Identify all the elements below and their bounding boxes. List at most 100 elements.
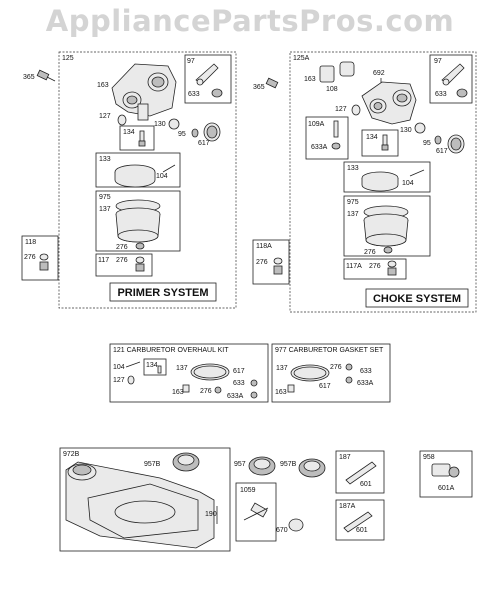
label-117: 117: [98, 257, 109, 264]
label-276a-choke: 276: [364, 249, 376, 256]
kit1-label-104: 104: [113, 364, 125, 371]
bolt-117[interactable]: [135, 256, 145, 272]
label-975-choke: 975: [347, 199, 359, 206]
bowl-975[interactable]: [115, 199, 161, 243]
carburetor-body[interactable]: [111, 63, 177, 121]
cap-957b[interactable]: [298, 458, 326, 478]
box-133-choke: [343, 161, 431, 193]
lever-97-choke[interactable]: [441, 63, 465, 86]
label-957b: 957B: [280, 461, 297, 468]
label-957: 957: [234, 461, 246, 468]
label-633-choke: 633: [435, 91, 447, 98]
box-958: [419, 450, 473, 498]
kit1-box-134: [143, 358, 167, 376]
box-1059: [235, 482, 277, 542]
label-601-187: 601: [360, 481, 372, 488]
part-130[interactable]: [168, 118, 180, 130]
fuel-fitting-1059[interactable]: [243, 502, 269, 521]
kit2-label-276: 276: [330, 364, 342, 371]
box-118: [21, 235, 59, 281]
label-670: 670: [276, 527, 288, 534]
fuel-tank[interactable]: [65, 461, 215, 549]
kit1-label-134: 134: [146, 362, 158, 369]
label-104-choke: 104: [402, 180, 414, 187]
hose-187[interactable]: [345, 461, 377, 485]
bolt-118a[interactable]: [273, 257, 283, 275]
cap-957[interactable]: [248, 456, 276, 476]
kit1-label-633: 633: [233, 380, 245, 387]
box-187a: [335, 499, 385, 541]
part-95[interactable]: [191, 128, 199, 138]
part-127[interactable]: [117, 114, 127, 126]
box-117a: [343, 258, 407, 280]
label-187: 187: [339, 454, 351, 461]
valve-958[interactable]: [431, 463, 460, 478]
fuel-tank-group: 972B 957B 190: [59, 447, 231, 552]
primer-box-id: 125: [62, 55, 74, 62]
label-190: 190: [205, 511, 217, 518]
box-975: [95, 190, 181, 252]
hose-187a[interactable]: [343, 511, 373, 533]
kit1-label-127: 127: [113, 377, 125, 384]
float-133-choke[interactable]: [361, 171, 399, 192]
label-133: 133: [99, 156, 111, 163]
label-633: 633: [188, 91, 200, 98]
tank-box-972b: [59, 447, 231, 552]
label-1059: 1059: [240, 487, 256, 494]
box-118a: [252, 239, 290, 285]
gasket-163-choke[interactable]: [319, 65, 335, 83]
screw-109a[interactable]: [333, 120, 339, 138]
label-276a: 276: [116, 244, 128, 251]
needle-134[interactable]: [138, 130, 146, 147]
screw-365-choke[interactable]: [265, 77, 279, 89]
overhaul-kit-box: [109, 343, 269, 403]
label-276b: 276: [116, 257, 128, 264]
label-134-choke: 134: [366, 134, 378, 141]
bolt-118[interactable]: [39, 253, 49, 271]
part-670[interactable]: [288, 518, 304, 532]
cap-957b-tank[interactable]: [172, 452, 200, 472]
choke-box-id: 125A: [293, 55, 310, 62]
screw-365[interactable]: [36, 69, 56, 82]
label-118-276: 276: [24, 254, 36, 261]
bowl-975-choke[interactable]: [363, 205, 409, 247]
label-601a: 601A: [438, 485, 455, 492]
label-118a-276: 276: [256, 259, 268, 266]
label-163-choke: 163: [304, 76, 316, 83]
pin-104[interactable]: [162, 164, 176, 173]
primer-system-title: PRIMER SYSTEM: [117, 287, 208, 299]
label-104: 104: [156, 173, 168, 180]
gasket-set-group: 977 CARBURETOR GASKET SET 137 276 633 16…: [271, 343, 391, 403]
label-130: 130: [154, 121, 166, 128]
label-137-choke: 137: [347, 211, 359, 218]
label-365-choke: 365: [253, 84, 265, 91]
label-118: 118: [25, 239, 36, 246]
label-97: 97: [187, 58, 195, 65]
box-134-choke: [361, 129, 399, 157]
primer-system-group: 125 365 163 97: [23, 51, 237, 309]
box-975-choke: [343, 195, 431, 257]
primer-title-box: [109, 282, 217, 302]
needle-134-choke[interactable]: [381, 134, 389, 151]
lever-97[interactable]: [195, 63, 219, 86]
gasket-set-title: 977 CARBURETOR GASKET SET: [275, 347, 384, 354]
box-187: [335, 450, 385, 494]
label-127: 127: [99, 113, 111, 120]
box-134: [119, 125, 155, 151]
box-97: [184, 54, 232, 104]
label-617-choke: 617: [436, 148, 448, 155]
bolt-117a[interactable]: [387, 260, 397, 276]
carburetor-body-choke[interactable]: [361, 81, 417, 125]
plate-108[interactable]: [339, 61, 355, 77]
kit2-label-633: 633: [360, 368, 372, 375]
kit2-label-617: 617: [319, 383, 331, 390]
label-95-choke: 95: [423, 140, 431, 147]
overhaul-kit-group: 121 CARBURETOR OVERHAUL KIT 104 127 134 …: [109, 343, 269, 403]
seal-633[interactable]: [211, 88, 223, 98]
label-130-choke: 130: [400, 127, 412, 134]
kit2-label-163: 163: [275, 389, 287, 396]
float-133[interactable]: [114, 164, 156, 188]
label-133-choke: 133: [347, 165, 359, 172]
label-137: 137: [99, 206, 111, 213]
